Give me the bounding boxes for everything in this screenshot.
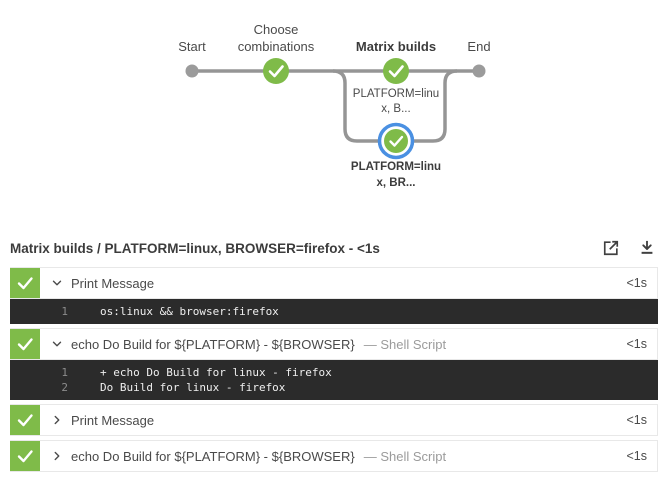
- check-icon: [17, 277, 33, 290]
- step-row-print-message[interactable]: Print Message <1s: [10, 404, 658, 436]
- step-duration: <1s: [626, 337, 647, 351]
- external-link-icon: [603, 240, 619, 256]
- console-log: 1 + echo Do Build for linux - firefox 2 …: [10, 360, 658, 400]
- step-row-print-message[interactable]: Print Message <1s: [10, 267, 658, 299]
- success-circle-icon: [263, 58, 289, 84]
- console-line-text: + echo Do Build for linux - firefox: [100, 366, 332, 379]
- step-status-success: [10, 405, 40, 435]
- console-log: 1 os:linux && browser:firefox: [10, 299, 658, 324]
- console-line: 2 Do Build for linux - firefox: [10, 380, 658, 395]
- console-line-number[interactable]: 2: [61, 381, 68, 394]
- step-item: echo Do Build for ${PLATFORM} - ${BROWSE…: [10, 440, 658, 472]
- console-line-text: os:linux && browser:firefox: [100, 305, 279, 318]
- success-circle-icon: [383, 58, 409, 84]
- open-log-in-new-window-button[interactable]: [600, 237, 622, 259]
- log-title: Matrix builds / PLATFORM=linux, BROWSER=…: [10, 240, 380, 256]
- download-log-button[interactable]: [636, 237, 658, 259]
- step-item: Print Message <1s: [10, 404, 658, 436]
- step-item: Print Message <1s 1 os:linux && browser:…: [10, 267, 658, 324]
- end-node[interactable]: [472, 64, 486, 78]
- step-status-success: [10, 268, 40, 298]
- selected-ring-icon: [377, 122, 415, 160]
- step-status-success: [10, 441, 40, 471]
- log-header: Matrix builds / PLATFORM=linux, BROWSER=…: [10, 234, 658, 262]
- branch-label-top-line1: PLATFORM=linu: [353, 88, 439, 100]
- check-icon: [17, 450, 33, 463]
- stage-node-matrix-builds[interactable]: [383, 58, 409, 84]
- step-sublabel: — Shell Script: [363, 336, 447, 352]
- success-circle-icon: [384, 129, 408, 153]
- stage-label-matrix-builds: Matrix builds: [356, 39, 436, 54]
- branch-node-selected[interactable]: [377, 122, 415, 160]
- stage-label-choose-line2: combinations: [238, 39, 315, 54]
- check-icon: [389, 135, 404, 147]
- console-line-text: Do Build for linux - firefox: [100, 381, 286, 394]
- check-icon: [17, 414, 33, 427]
- chevron-down-icon: [49, 336, 65, 352]
- steps-list: Print Message <1s 1 os:linux && browser:…: [10, 267, 658, 476]
- step-duration: <1s: [626, 276, 647, 290]
- pipeline-graph: Start Choose combinations Matrix builds …: [178, 22, 490, 189]
- step-duration: <1s: [626, 413, 647, 427]
- step-label: echo Do Build for ${PLATFORM} - ${BROWSE…: [71, 448, 355, 464]
- download-icon: [641, 240, 653, 254]
- step-row-shell-script[interactable]: echo Do Build for ${PLATFORM} - ${BROWSE…: [10, 328, 658, 360]
- console-line: 1 os:linux && browser:firefox: [10, 304, 658, 319]
- step-duration: <1s: [626, 449, 647, 463]
- step-status-success: [10, 329, 40, 359]
- stage-node-choose-combinations[interactable]: [263, 58, 289, 84]
- check-icon: [17, 338, 33, 351]
- chevron-right-icon: [49, 448, 65, 464]
- branch-label-selected-line1: PLATFORM=linu: [351, 161, 441, 173]
- step-label: echo Do Build for ${PLATFORM} - ${BROWSE…: [71, 336, 355, 352]
- console-line-number[interactable]: 1: [61, 305, 68, 318]
- start-node[interactable]: [185, 64, 199, 78]
- branch-label-selected-line2: x, BR...: [377, 177, 416, 189]
- chevron-down-icon: [49, 275, 65, 291]
- stage-label-start: Start: [178, 39, 206, 54]
- stage-label-end: End: [467, 39, 490, 54]
- check-icon: [388, 65, 404, 78]
- branch-label-top-line2: x, B...: [381, 103, 410, 115]
- check-icon: [268, 65, 284, 78]
- console-line-number[interactable]: 1: [61, 366, 68, 379]
- chevron-right-icon: [49, 412, 65, 428]
- step-label: Print Message: [71, 412, 155, 428]
- step-sublabel: — Shell Script: [363, 448, 447, 464]
- step-row-shell-script[interactable]: echo Do Build for ${PLATFORM} - ${BROWSE…: [10, 440, 658, 472]
- step-label: Print Message: [71, 275, 155, 291]
- console-line: 1 + echo Do Build for linux - firefox: [10, 365, 658, 380]
- step-item: echo Do Build for ${PLATFORM} - ${BROWSE…: [10, 328, 658, 400]
- stage-label-choose-line1: Choose: [254, 22, 299, 37]
